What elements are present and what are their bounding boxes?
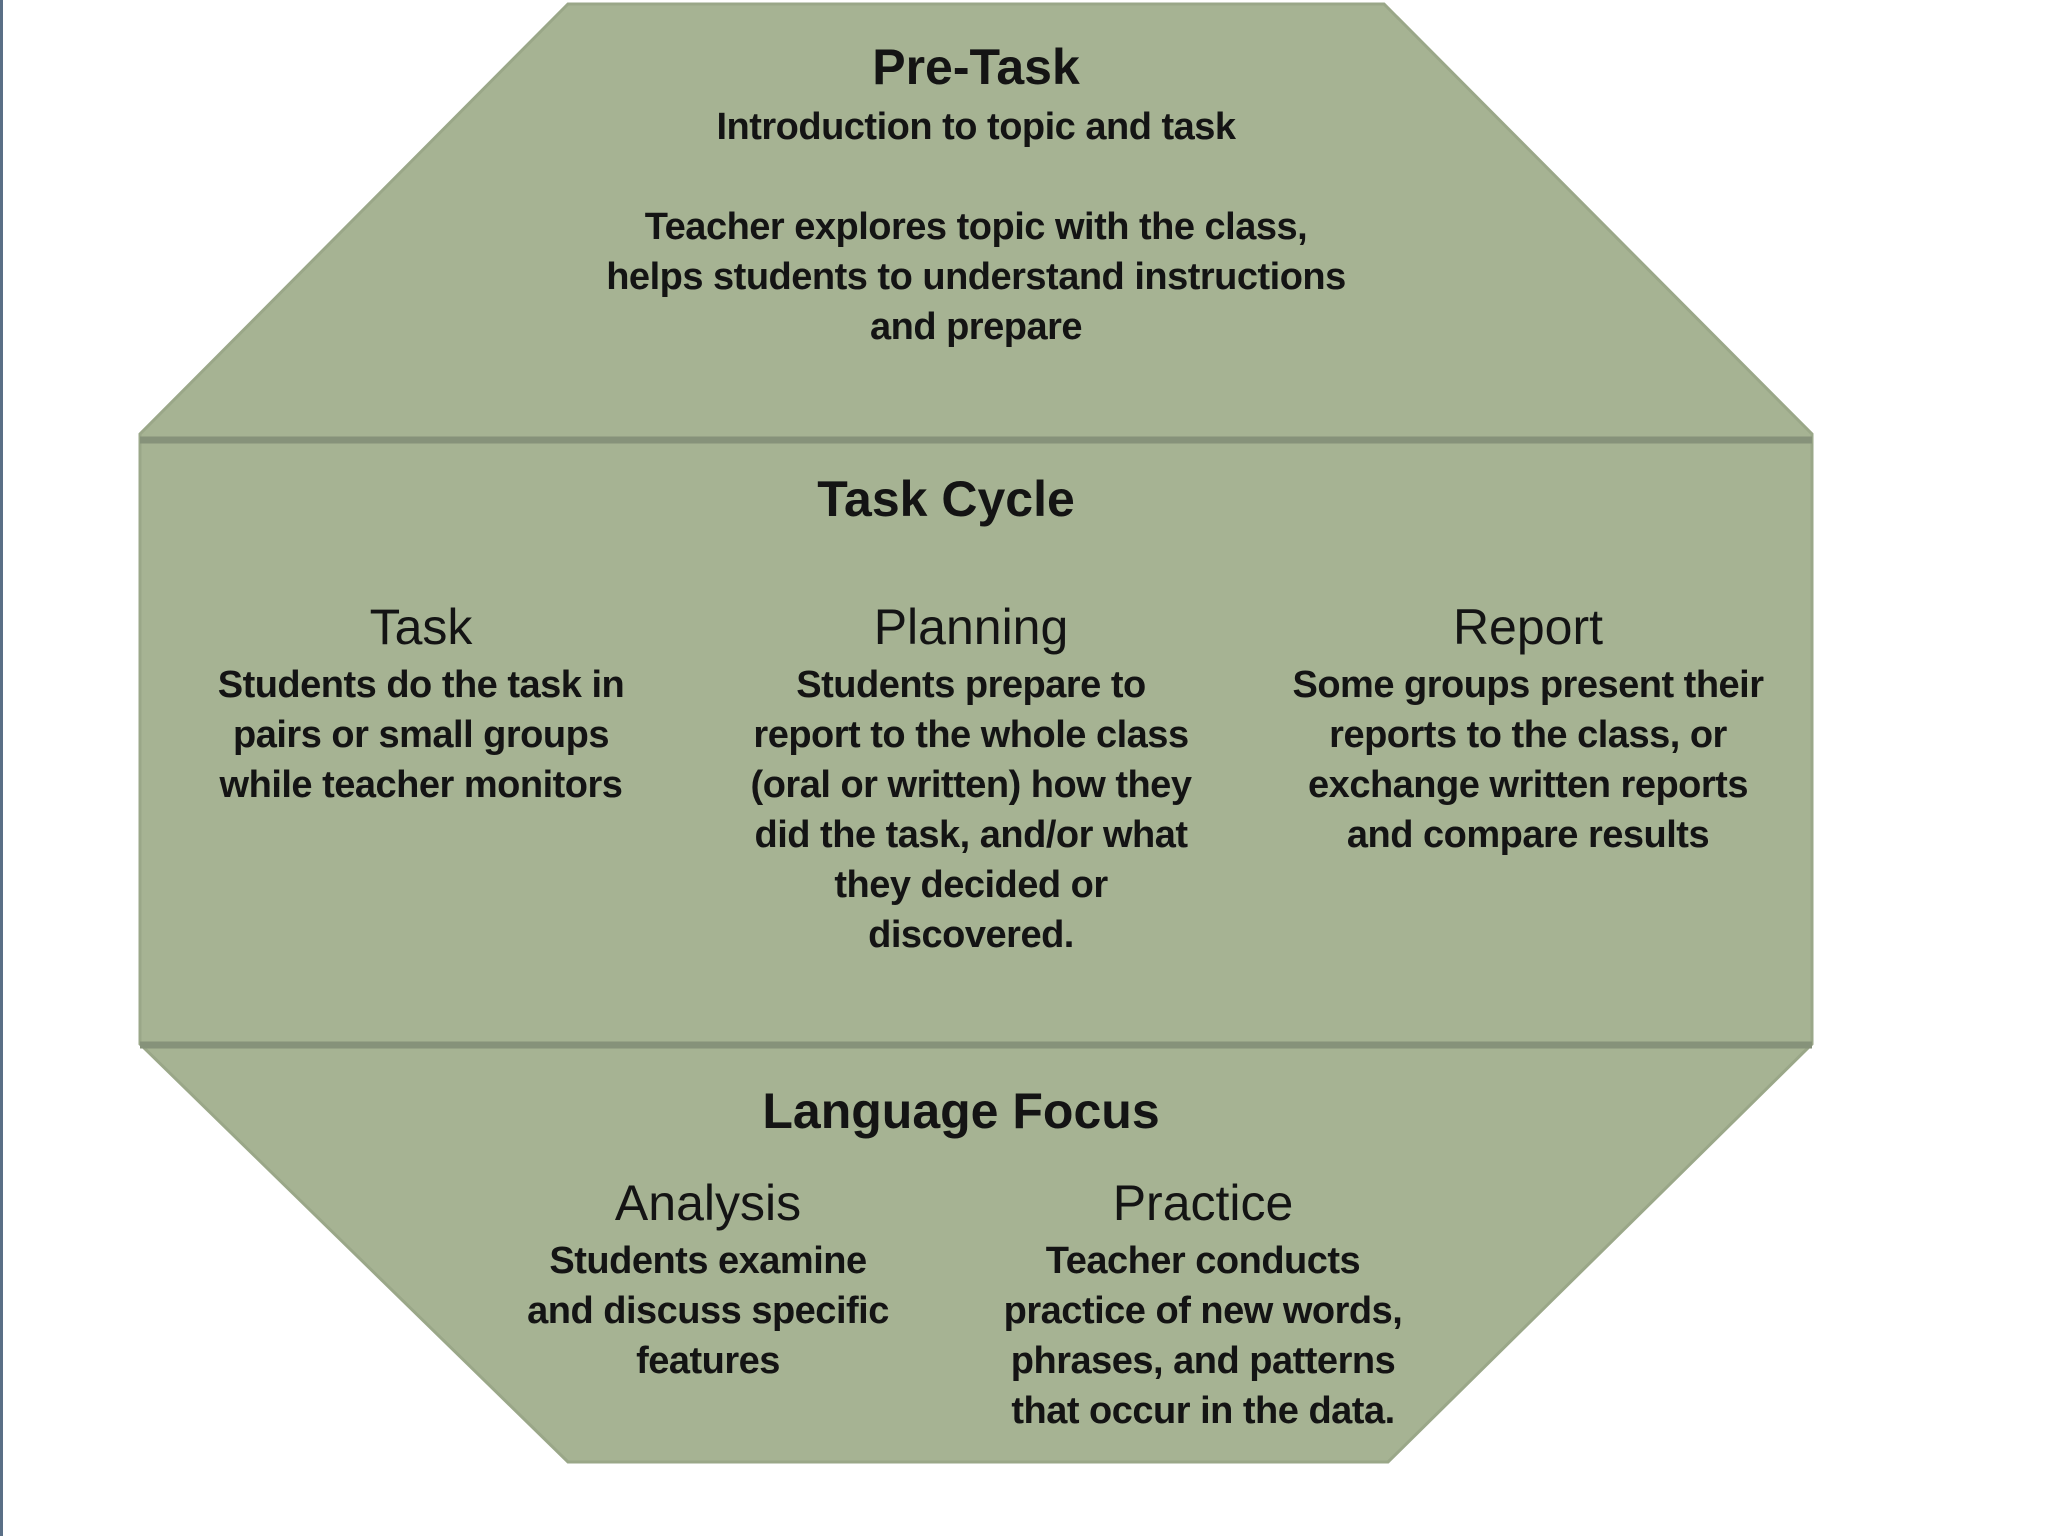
language-focus-title: Language Focus xyxy=(762,1083,1160,1139)
planning-description: Students prepare to report to the whole … xyxy=(750,664,1192,956)
report-title: Report xyxy=(1452,599,1604,655)
left-edge-border xyxy=(0,0,3,1536)
analysis-description: Students examine and discuss specific fe… xyxy=(527,1240,889,1382)
task-description: Students do the task in pairs or small g… xyxy=(217,664,625,806)
practice-title: Practice xyxy=(1112,1175,1294,1231)
analysis-title: Analysis xyxy=(614,1175,802,1231)
task-title: Task xyxy=(369,599,473,655)
report-description: Some groups present their reports to the… xyxy=(1292,664,1764,856)
task-cycle-title: Task Cycle xyxy=(817,471,1075,527)
pre-task-description: Teacher explores topic with the class, h… xyxy=(606,206,1346,348)
octagon-shape xyxy=(138,2,1814,1464)
practice-description: Teacher conducts practice of new words, … xyxy=(1003,1240,1403,1432)
pre-task-subtitle: Introduction to topic and task xyxy=(716,106,1236,148)
planning-title: Planning xyxy=(873,599,1069,655)
pre-task-title: Pre-Task xyxy=(872,39,1080,95)
